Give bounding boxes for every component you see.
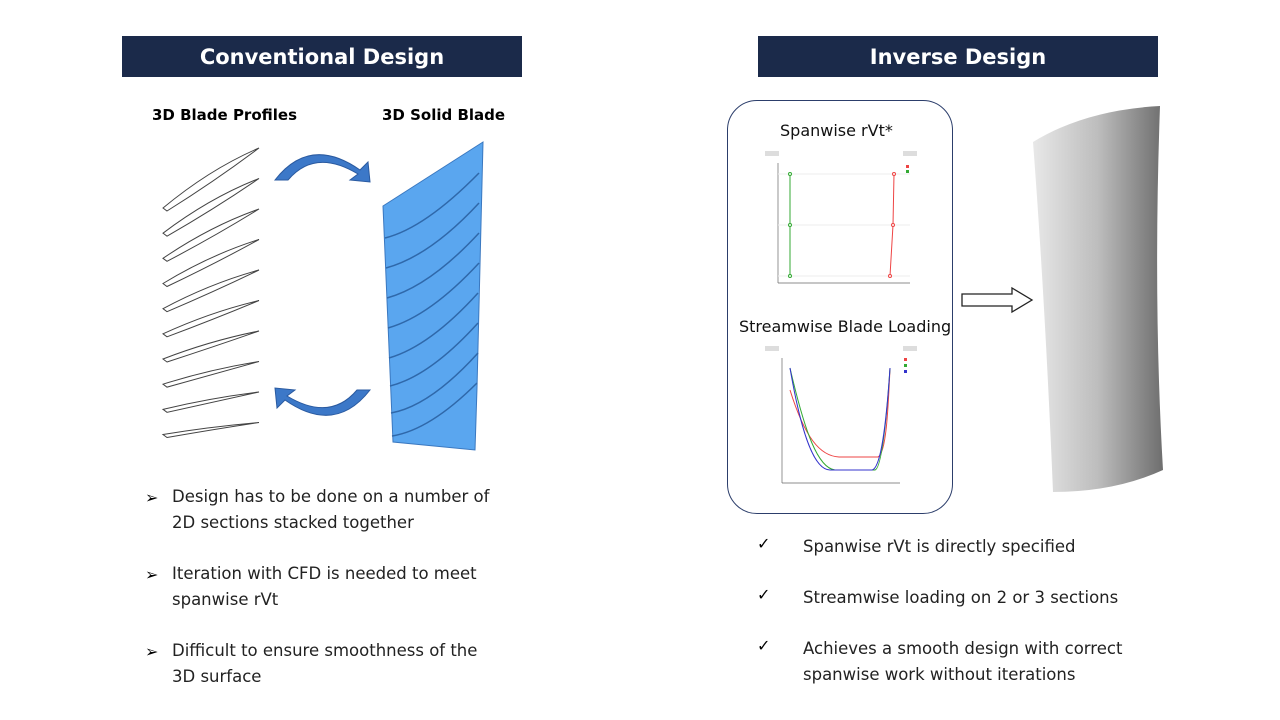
inverse-design-header: Inverse Design bbox=[758, 36, 1158, 77]
solid-blade-image bbox=[382, 141, 484, 451]
spanwise-chart-title: Spanwise rVt* bbox=[780, 121, 893, 140]
blade-section bbox=[162, 208, 260, 262]
streamwise-chart-title: Streamwise Blade Loading bbox=[739, 317, 952, 336]
blade-section bbox=[161, 391, 260, 413]
blade-section bbox=[162, 147, 260, 212]
spanwise-rvt-chart-image bbox=[765, 151, 917, 284]
blade-loading-chart-image bbox=[765, 346, 917, 484]
blade-section bbox=[161, 361, 260, 388]
checkmark-icon: ✓ bbox=[757, 536, 771, 553]
left-bullet-1: Design has to be done on a number of 2D … bbox=[172, 487, 490, 532]
solid-blade-label: 3D Solid Blade bbox=[382, 106, 506, 124]
blade-profiles-label: 3D Blade Profiles bbox=[152, 106, 297, 124]
right-bullet-3: Achieves a smooth design with correct sp… bbox=[803, 639, 1123, 684]
blade-section bbox=[162, 178, 260, 237]
left-bullet-2: Iteration with CFD is needed to meet spa… bbox=[172, 564, 477, 609]
right-bullet-1: Spanwise rVt is directly specified bbox=[803, 537, 1076, 556]
blade-section bbox=[161, 330, 260, 363]
arrowhead-bullet-icon: ➢ bbox=[145, 567, 159, 584]
smooth-blade-image bbox=[1033, 106, 1163, 492]
conventional-design-header: Conventional Design bbox=[122, 36, 522, 77]
checkmark-icon: ✓ bbox=[757, 638, 771, 655]
arrowhead-bullet-icon: ➢ bbox=[145, 490, 159, 507]
blade-section bbox=[161, 422, 260, 439]
right-bullet-2: Streamwise loading on 2 or 3 sections bbox=[803, 588, 1119, 607]
blade-profiles-image bbox=[161, 147, 260, 439]
blade-section bbox=[162, 269, 260, 313]
left-bullet-3: Difficult to ensure smoothness of the 3D… bbox=[172, 641, 478, 686]
curved-arrows-icon bbox=[273, 154, 372, 416]
blade-section bbox=[162, 300, 260, 338]
blade-section bbox=[162, 239, 260, 288]
checkmark-icon: ✓ bbox=[757, 587, 771, 604]
arrowhead-bullet-icon: ➢ bbox=[145, 644, 159, 661]
inverse-design-inputs-panel bbox=[727, 100, 953, 514]
right-arrow-icon bbox=[961, 286, 1034, 314]
